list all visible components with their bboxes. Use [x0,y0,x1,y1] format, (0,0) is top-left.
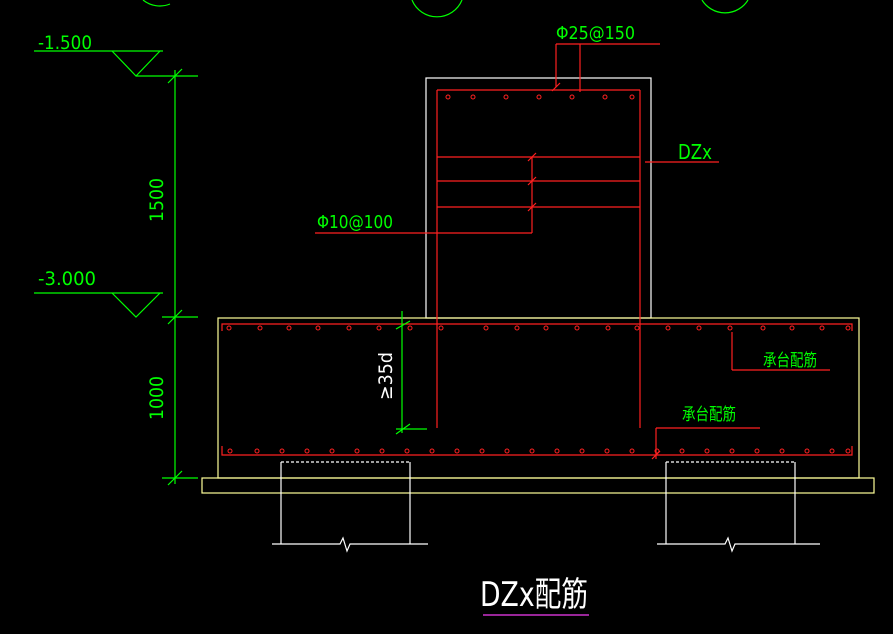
anchorage-label: ≥35d [375,352,397,400]
main-rebar-leader [551,43,660,92]
cap-bottom-rebar-dots [227,448,851,454]
pile-left [272,461,428,553]
pile-right [657,461,820,553]
elevation-marker-top [34,50,198,77]
cap-rebar-bottom-label: 承台配筋 [682,405,736,425]
anchorage-dimension [395,311,427,435]
column-outline [425,77,652,319]
cap-bottom-rebar [221,446,853,456]
cap-rebar-top-label: 承台配筋 [763,351,817,371]
elevation-marker-bottom [34,292,163,318]
column-id-label: DZx [678,140,712,164]
elevation-label-top: -1.500 [38,32,92,54]
grid-marker-circles [142,0,749,18]
vertical-dimension-line [162,68,198,486]
dimension-label-column-height: 1500 [146,178,168,222]
cap-rebar-bottom-leader [651,427,760,460]
cap-top-rebar [221,323,853,331]
cap-top-rebar-dots [226,325,851,331]
grid-marker-circle [411,0,463,18]
elevation-label-bottom: -3.000 [38,268,96,290]
dimension-label-cap-height: 1000 [146,376,168,420]
pile-cap-outline [217,317,860,479]
cap-rebar-top-leader [731,332,830,371]
column-rebar-cage [436,89,641,428]
grid-marker-circle [142,0,171,7]
stirrup-leader [315,152,537,234]
drawing-title: DZx配筋 [480,575,588,615]
grid-marker-circle [701,0,749,14]
cushion-layer [201,477,875,494]
column-top-rebar-dots [445,94,635,100]
main-rebar-label: Φ25@150 [556,23,635,44]
stirrup-label: Φ10@100 [317,212,393,233]
